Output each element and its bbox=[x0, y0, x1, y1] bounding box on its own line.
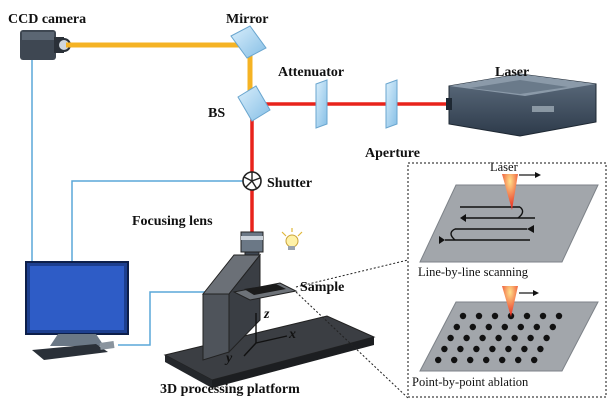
bs-label: BS bbox=[208, 106, 225, 121]
beam-splitter-icon bbox=[237, 85, 271, 122]
point-ablation-label: Point-by-point ablation bbox=[412, 375, 529, 389]
ablation-dot bbox=[533, 323, 540, 331]
ablation-direction-arrowhead bbox=[533, 290, 539, 296]
zoom-connector-lines bbox=[295, 259, 409, 399]
axis-x-label: x bbox=[288, 327, 296, 342]
scan-direction-arrowhead bbox=[535, 172, 541, 178]
shutter-label: Shutter bbox=[267, 176, 312, 191]
ablation-dot bbox=[501, 323, 508, 331]
ablation-dot bbox=[475, 312, 483, 320]
inset-panel: Laser Line-by-line scanning Point-by-poi… bbox=[407, 160, 607, 398]
ablation-dot bbox=[483, 356, 490, 364]
ablation-dot bbox=[457, 345, 464, 353]
ccd-camera-icon bbox=[20, 30, 71, 60]
ablation-dot bbox=[459, 312, 467, 320]
bulb-icon bbox=[281, 228, 303, 250]
aperture-label: Aperture bbox=[365, 146, 420, 161]
ablation-dot bbox=[515, 356, 522, 364]
ablation-dot bbox=[489, 345, 496, 353]
camera-beam bbox=[66, 42, 253, 97]
point-ablation-plate bbox=[419, 301, 599, 372]
ablation-dot bbox=[555, 312, 563, 320]
attenuator-label: Attenuator bbox=[278, 65, 344, 80]
ablation-dot bbox=[537, 345, 544, 353]
ablation-dot bbox=[517, 323, 524, 331]
mirror-icon bbox=[230, 25, 267, 59]
ablation-dot bbox=[435, 356, 442, 364]
ablation-dot bbox=[447, 334, 454, 342]
line-scan-plate bbox=[419, 184, 599, 263]
ccd-camera-label: CCD camera bbox=[8, 12, 86, 27]
ablation-dot bbox=[451, 356, 458, 364]
ablation-dot bbox=[485, 323, 492, 331]
ablation-dot bbox=[543, 334, 550, 342]
signal-cables bbox=[31, 60, 246, 346]
ablation-dot bbox=[523, 312, 531, 320]
ablation-dot bbox=[495, 334, 502, 342]
ablation-dot bbox=[441, 345, 448, 353]
ablation-dot bbox=[539, 312, 547, 320]
sample-label: Sample bbox=[300, 280, 344, 295]
aperture-icon bbox=[385, 79, 398, 129]
ablation-dot bbox=[505, 345, 512, 353]
ablation-dot bbox=[491, 312, 499, 320]
platform-label: 3D processing platform bbox=[160, 382, 300, 397]
mirror-label: Mirror bbox=[226, 12, 269, 27]
stage-cable bbox=[118, 291, 210, 346]
axis-y-label: y bbox=[224, 351, 233, 366]
inset-laser-label: Laser bbox=[490, 160, 519, 174]
axis-z-label: z bbox=[263, 307, 270, 322]
focusing-lens-label: Focusing lens bbox=[132, 214, 213, 229]
ablation-dot bbox=[473, 345, 480, 353]
ablation-dot bbox=[469, 323, 476, 331]
ablation-dot bbox=[463, 334, 470, 342]
ablation-dot bbox=[531, 356, 538, 364]
laser-source-icon bbox=[446, 73, 597, 137]
ablation-dot bbox=[479, 334, 486, 342]
laser-label: Laser bbox=[495, 65, 529, 80]
attenuator-icon bbox=[315, 79, 328, 129]
line-scan-label: Line-by-line scanning bbox=[418, 265, 529, 279]
ablation-dot bbox=[453, 323, 460, 331]
ablation-dot bbox=[467, 356, 474, 364]
ablation-dot bbox=[499, 356, 506, 364]
computer-icon bbox=[25, 261, 129, 360]
laser-cone-icon bbox=[502, 286, 518, 317]
ablation-dot bbox=[549, 323, 556, 331]
ablation-dot bbox=[521, 345, 528, 353]
axes-indicator bbox=[243, 313, 288, 357]
processing-platform bbox=[163, 253, 376, 388]
shutter-cable bbox=[71, 180, 246, 262]
ablation-dot bbox=[511, 334, 518, 342]
shutter-icon bbox=[242, 171, 262, 191]
ablation-dot bbox=[527, 334, 534, 342]
laser-cone-icon bbox=[502, 174, 518, 210]
